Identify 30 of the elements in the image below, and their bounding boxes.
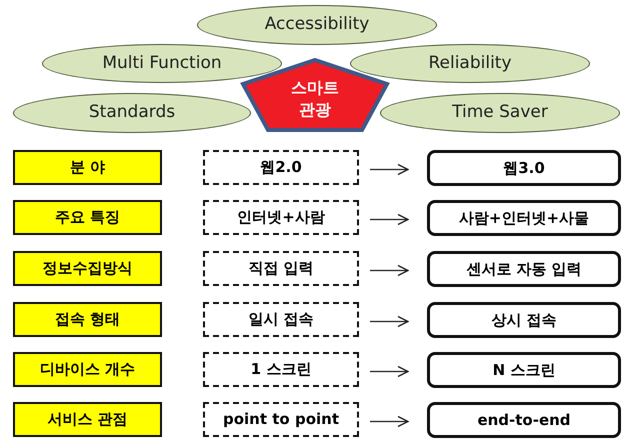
after-box: 상시 접속 (427, 302, 621, 338)
feature-ellipse: Reliability (350, 44, 590, 83)
feature-ellipse: Standards (13, 93, 251, 133)
after-box: 사람+인터넷+사물 (427, 200, 621, 236)
arrow (370, 214, 409, 226)
category-box: 주요 특징 (13, 200, 162, 235)
arrow (370, 366, 409, 378)
arrow (370, 416, 409, 428)
category-box: 서비스 관점 (13, 402, 162, 437)
before-box: 일시 접속 (203, 302, 359, 337)
arrow (370, 316, 409, 328)
feature-ellipse: Multi Function (42, 44, 282, 83)
pentagon-label: 스마트 관광 (290, 77, 340, 121)
before-box: 인터넷+사람 (203, 200, 359, 235)
after-box: N 스크린 (427, 352, 621, 388)
arrow (370, 264, 409, 276)
after-box: end-to-end (427, 402, 621, 438)
category-box: 접속 형태 (13, 302, 162, 337)
before-box: 웹2.0 (203, 150, 359, 185)
before-box: point to point (203, 402, 359, 437)
before-box: 직접 입력 (203, 251, 359, 286)
after-box: 센서로 자동 입력 (427, 251, 621, 287)
category-box: 정보수집방식 (13, 251, 162, 286)
category-box: 분 야 (13, 150, 162, 185)
feature-ellipse: Accessibility (197, 5, 437, 45)
before-box: 1 스크린 (203, 352, 359, 387)
after-box: 웹3.0 (427, 150, 621, 186)
feature-ellipse: Time Saver (380, 93, 620, 133)
arrow (370, 164, 409, 176)
category-box: 디바이스 개수 (13, 352, 162, 387)
